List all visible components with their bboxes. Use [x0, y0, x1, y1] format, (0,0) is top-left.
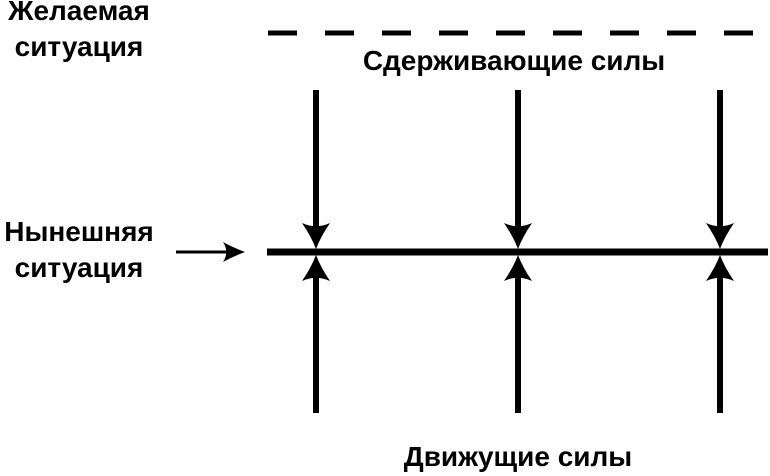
desired-situation-label: Желаемая ситуация — [0, 0, 158, 65]
current-situation-label: Нынешняя ситуация — [0, 214, 158, 286]
desired-situation-label-line1: Желаемая — [8, 0, 150, 26]
restraining-force-arrow-2 — [504, 90, 532, 249]
current-situation-label-line1: Нынешняя — [4, 216, 154, 247]
restraining-forces-label: Сдерживающие силы — [362, 45, 666, 76]
up-arrowhead-icon — [706, 255, 734, 281]
restraining-force-arrow-3 — [706, 90, 734, 249]
up-arrowhead-icon — [504, 255, 532, 281]
down-arrowhead-icon — [302, 223, 330, 249]
driving-force-arrow-2 — [504, 255, 532, 413]
pointer-arrow — [176, 242, 245, 262]
current-situation-label-line2: ситуация — [14, 252, 144, 283]
restraining-force-arrow-1 — [302, 90, 330, 249]
pointer-arrowhead-icon — [223, 242, 245, 262]
down-arrowhead-icon — [504, 223, 532, 249]
driving-force-arrow-1 — [302, 255, 330, 413]
desired-situation-label-line2: ситуация — [14, 31, 144, 62]
down-arrowhead-icon — [706, 223, 734, 249]
driving-forces-label: Движущие силы — [403, 441, 633, 472]
up-arrowhead-icon — [302, 255, 330, 281]
driving-force-arrow-3 — [706, 255, 734, 413]
